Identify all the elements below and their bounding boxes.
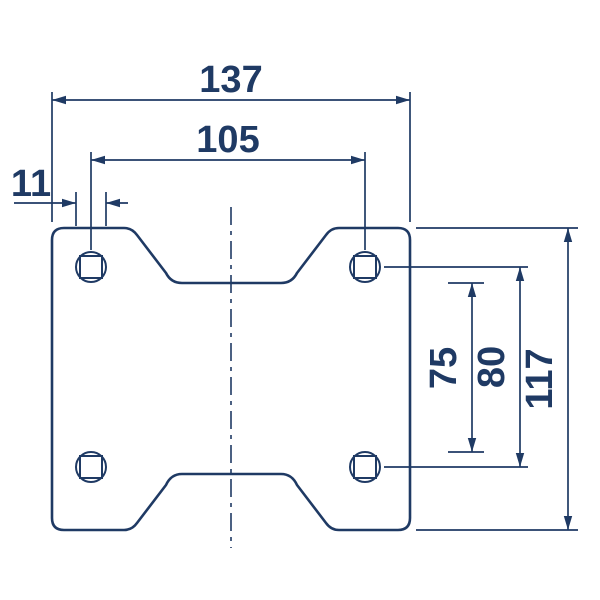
arrowhead-left	[52, 95, 66, 105]
bolt-hole-circle	[349, 451, 381, 483]
dim-hole-detail: 11	[11, 163, 128, 226]
arrowhead-right	[396, 95, 410, 105]
dim-label-overall-width: 137	[199, 59, 262, 101]
bolt-hole-circle	[349, 251, 381, 283]
dim-label-inner-height: 75	[423, 347, 465, 389]
mounting-plate	[50, 207, 412, 548]
dim-overall-height: 117	[416, 227, 578, 531]
dim-label-hole-detail: 11	[11, 163, 51, 205]
bolt-hole-circle	[75, 451, 107, 483]
bolt-hole-bottom-right	[349, 451, 381, 483]
dim-inner-height: 75	[423, 282, 484, 453]
arrowhead-bottom	[563, 516, 573, 530]
plate-outline	[50, 226, 412, 532]
arrowhead-top	[563, 228, 573, 242]
arrowhead-top	[515, 267, 525, 281]
dim-overall-width: 137	[51, 59, 411, 222]
arrowhead-bottom	[515, 453, 525, 467]
dim-label-hole-pattern-width: 105	[196, 119, 259, 161]
bolt-hole-circle	[75, 251, 107, 283]
arrowhead-right	[351, 155, 365, 165]
bolt-hole-top-left	[75, 251, 107, 283]
arrowhead-top	[467, 283, 477, 297]
bolt-hole-square	[79, 255, 103, 279]
arrowhead-bottom	[467, 438, 477, 452]
arrowhead-left	[91, 155, 105, 165]
arrowhead-left	[62, 198, 76, 208]
bolt-hole-square	[353, 255, 377, 279]
bolt-hole-square	[79, 455, 103, 479]
bolt-hole-top-right	[349, 251, 381, 283]
dim-label-hole-pattern-height: 80	[471, 346, 513, 388]
bolt-hole-bottom-left	[75, 451, 107, 483]
dim-label-overall-height: 117	[519, 348, 561, 409]
arrowhead-right	[106, 198, 120, 208]
dim-hole-pattern-height: 80	[384, 266, 528, 468]
bolt-hole-square	[353, 455, 377, 479]
dim-hole-pattern-width: 105	[90, 119, 366, 250]
